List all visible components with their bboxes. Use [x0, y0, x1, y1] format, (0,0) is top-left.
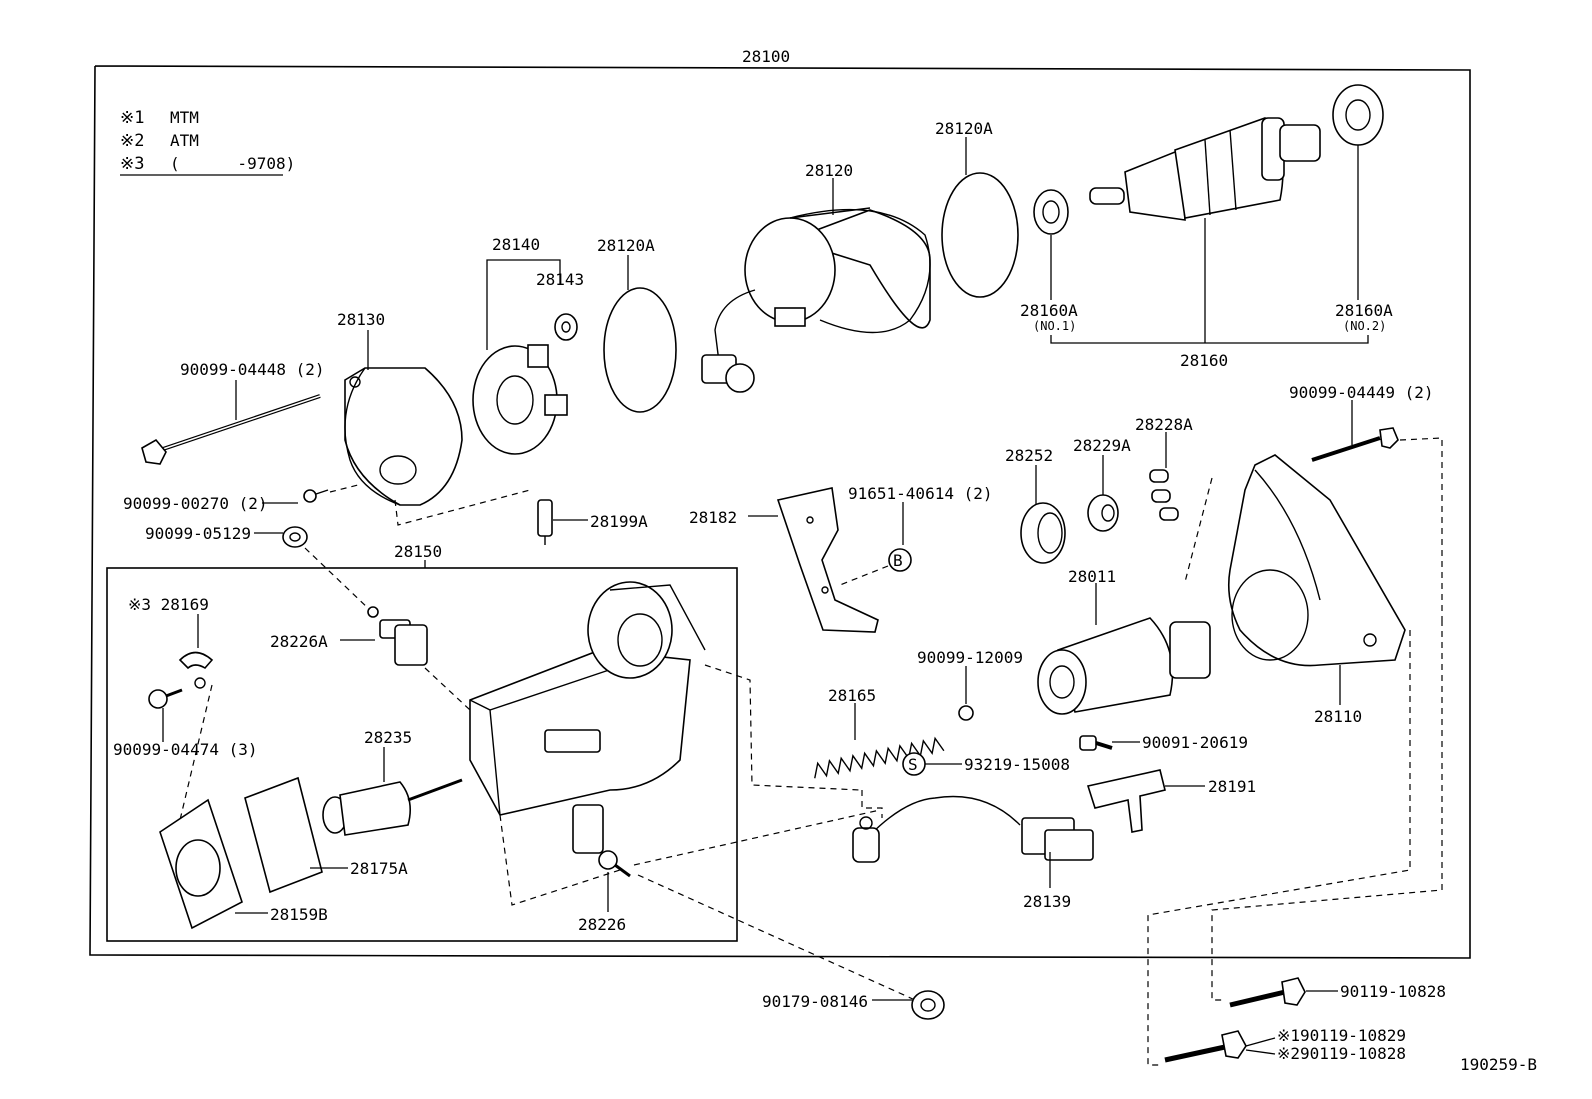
assembly-frame [89, 65, 1471, 959]
bolt-90091-20619 [1079, 735, 1113, 751]
gear-28252 [1020, 502, 1066, 564]
marker-b [888, 548, 912, 572]
starter-clutch-28011 [1037, 617, 1211, 715]
label-28160A-no1: 28160A [1020, 301, 1078, 320]
grommet-90099-05129 [282, 526, 308, 548]
label-90091-20619: 90091-20619 [1142, 733, 1248, 752]
bearing-28160A-no1 [1033, 189, 1069, 235]
label-90099-04449: 90099-04449 (2) [1289, 383, 1434, 402]
label-28235: 28235 [364, 728, 412, 747]
note-3-text: ( -9708) [170, 154, 295, 173]
label-28120A-left: 28120A [597, 236, 655, 255]
spring-28143 [554, 313, 578, 341]
o-ring-28120A-right [941, 172, 1019, 298]
label-28199A: 28199A [590, 512, 648, 531]
label-28160: 28160 [1180, 351, 1228, 370]
label-90119-10828: 90119-10828 [1340, 982, 1446, 1001]
cover-28159B [159, 798, 243, 930]
marker-b-text: B [893, 551, 903, 570]
label-90179-08146: 90179-08146 [762, 992, 868, 1011]
label-28110: 28110 [1314, 707, 1362, 726]
marker-s-text: S [908, 755, 918, 774]
lever-28182 [776, 487, 879, 633]
label-90119-10829: ※190119-10829 [1277, 1026, 1406, 1045]
footer-code: 190259-B [1460, 1055, 1537, 1074]
label-90099-04474: 90099-04474 (3) [113, 740, 258, 759]
note-2-text: ATM [170, 131, 199, 150]
bolt-90119-10828 [1229, 977, 1306, 1008]
through-bolt-right [1311, 427, 1399, 462]
note-2-mark: ※2 [120, 131, 144, 151]
label-28160A-no2-sub: (NO.2) [1343, 319, 1386, 333]
label-28120: 28120 [805, 161, 853, 180]
label-28169: ※3 28169 [128, 595, 209, 614]
label-28160A-no2: 28160A [1335, 301, 1393, 320]
armature [1089, 117, 1321, 221]
screw-90099-00270 [303, 489, 329, 503]
label-28140: 28140 [492, 235, 540, 254]
label-28159B: 28159B [270, 905, 328, 924]
plunger-28235 [322, 778, 463, 836]
drive-housing-28110 [1227, 454, 1406, 667]
note-1-text: MTM [170, 108, 199, 127]
end-cover-28130 [344, 367, 463, 506]
through-bolt-left [141, 394, 321, 465]
label-28226A: 28226A [270, 632, 328, 651]
clip-28169 [178, 651, 214, 689]
label-28229A: 28229A [1073, 436, 1131, 455]
subassembly-frame-28150 [106, 567, 738, 942]
label-91651-40614: 91651-40614 (2) [848, 484, 993, 503]
label-90119-10828-atm: ※290119-10828 [1277, 1044, 1406, 1063]
part-28199A [537, 499, 553, 545]
bracket-28191 [1086, 769, 1166, 833]
label-28130: 28130 [337, 310, 385, 329]
ball-90099-12009 [958, 705, 974, 721]
spring-28165 [814, 736, 945, 779]
label-28143: 28143 [536, 270, 584, 289]
label-90099-04448: 90099-04448 (2) [180, 360, 325, 379]
terminal-28226 [572, 804, 631, 878]
note-3-mark: ※3 [120, 154, 144, 174]
magnetic-switch-housing [469, 581, 706, 816]
label-28191: 28191 [1208, 777, 1256, 796]
label-28165: 28165 [828, 686, 876, 705]
note-1-mark: ※1 [120, 108, 144, 128]
label-28150: 28150 [394, 542, 442, 561]
terminal-28226A [367, 606, 428, 666]
nut-90179-08146 [911, 990, 945, 1020]
label-28120A-right: 28120A [935, 119, 993, 138]
label-28182: 28182 [689, 508, 737, 527]
label-28011: 28011 [1068, 567, 1116, 586]
label-28228A: 28228A [1135, 415, 1193, 434]
bearing-28160A-no2 [1332, 84, 1384, 146]
assembly-number: 28100 [742, 47, 790, 66]
notes-block: ※1 MTM ※2 ATM ※3 ( -9708) [120, 108, 295, 176]
bolt-90119-10829 [1164, 1030, 1247, 1063]
label-28252: 28252 [1005, 446, 1053, 465]
label-93219-15008: 93219-15008 [964, 755, 1070, 774]
label-90099-12009: 90099-12009 [917, 648, 1023, 667]
label-28160A-no1-sub: (NO.1) [1033, 319, 1076, 333]
rollers-28228A [1149, 469, 1179, 521]
brush-holder-28140 [472, 344, 568, 455]
gasket-28175A [244, 776, 323, 894]
label-90099-00270: 90099-00270 (2) [123, 494, 268, 513]
screw-90099-04474 [148, 688, 183, 709]
label-28226: 28226 [578, 915, 626, 934]
label-90099-05129: 90099-05129 [145, 524, 251, 543]
lead-wire-28139 [852, 795, 1094, 863]
retainer-28229A [1087, 494, 1119, 532]
label-28139: 28139 [1023, 892, 1071, 911]
field-yoke-28120 [701, 207, 931, 393]
label-28175A: 28175A [350, 859, 408, 878]
o-ring-28120A-left [603, 287, 677, 413]
